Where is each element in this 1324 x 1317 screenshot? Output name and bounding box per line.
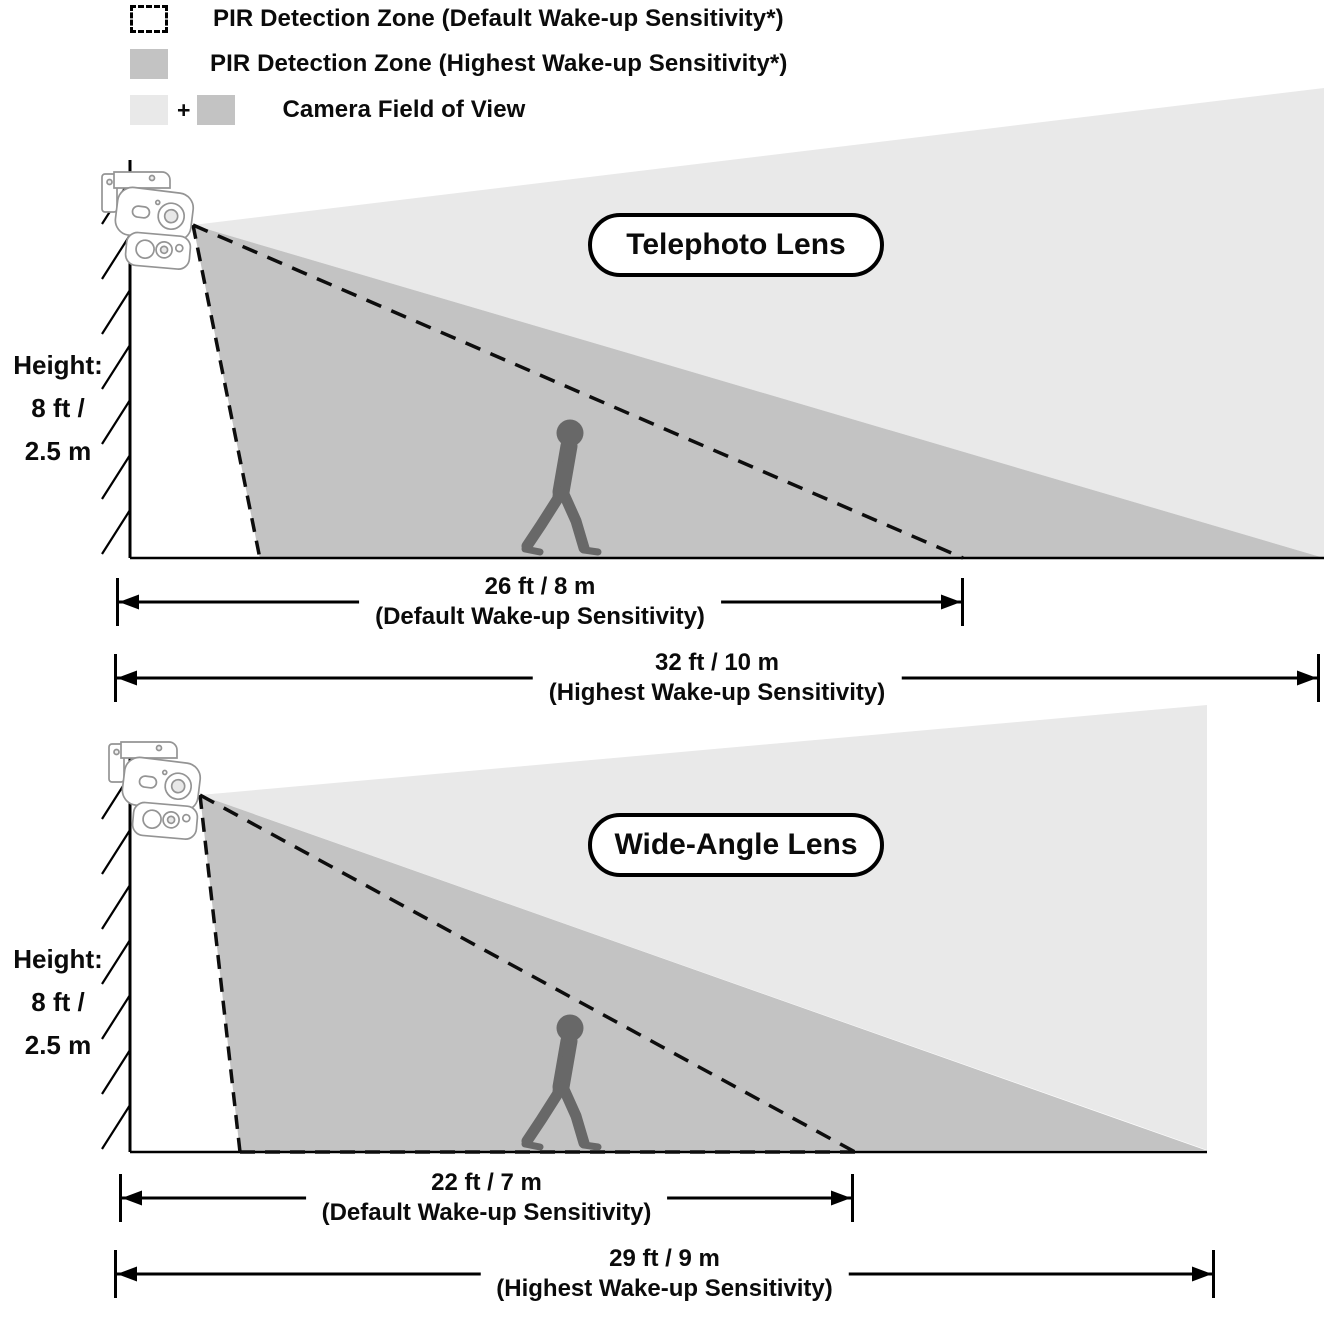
telephoto-default-zone-far-dashed-line — [192, 223, 964, 560]
distance-qualifier: (Default Wake-up Sensitivity) — [375, 603, 705, 630]
dark-zone-swatch — [130, 49, 168, 79]
wide-angle-default-zone-near-dashed-line — [198, 794, 242, 1153]
legend-label: PIR Detection Zone (Highest Wake-up Sens… — [210, 50, 788, 77]
distance-value: 22 ft / 7 m — [431, 1169, 542, 1196]
legend-item-default-zone: PIR Detection Zone (Default Wake-up Sens… — [130, 2, 784, 36]
legend-item-camera-fov: + Camera Field of View — [130, 93, 525, 127]
wide-angle-lens-label: Wide-Angle Lens — [588, 813, 884, 877]
wide-angle-diagram — [101, 705, 1207, 1154]
distance-value: 29 ft / 9 m — [609, 1245, 720, 1272]
telephoto-camera-fov-light — [193, 88, 1324, 558]
distance-qualifier: (Default Wake-up Sensitivity) — [321, 1199, 652, 1226]
mount-height-label-wide-angle: Height: 8 ft / 2.5 m — [0, 938, 116, 1067]
light-fov-swatch — [130, 95, 168, 125]
wide-angle-highest-distance: 29 ft / 9 m (Highest Wake-up Sensitivity… — [113, 1242, 1216, 1306]
legend-item-highest-zone: PIR Detection Zone (Highest Wake-up Sens… — [130, 47, 787, 81]
measurement-label: 29 ft / 9 m (Highest Wake-up Sensitivity… — [480, 1243, 849, 1305]
mount-height-label-telephoto: Height: 8 ft / 2.5 m — [0, 344, 116, 473]
legend-label: PIR Detection Zone (Default Wake-up Sens… — [213, 5, 784, 32]
distance-qualifier: (Highest Wake-up Sensitivity) — [496, 1275, 833, 1302]
height-line: 2.5 m — [24, 436, 92, 466]
height-line: 8 ft / — [31, 987, 85, 1017]
telephoto-highest-distance: 32 ft / 10 m (Highest Wake-up Sensitivit… — [113, 646, 1321, 710]
telephoto-pir-zone-dark — [193, 225, 1324, 559]
camera-icon — [108, 741, 203, 841]
distance-value: 32 ft / 10 m — [654, 649, 780, 676]
distance-qualifier: (Highest Wake-up Sensitivity) — [548, 679, 886, 706]
telephoto-default-distance: 26 ft / 8 m (Default Wake-up Sensitivity… — [115, 570, 965, 634]
height-line: 8 ft / — [31, 393, 85, 423]
distance-value: 26 ft / 8 m — [484, 573, 596, 600]
wide-angle-default-distance: 22 ft / 7 m (Default Wake-up Sensitivity… — [118, 1166, 855, 1230]
height-line: Height: — [13, 944, 103, 974]
wide-angle-pir-zone-dark — [200, 795, 1205, 1152]
telephoto-diagram — [101, 88, 1324, 560]
legend-label: Camera Field of View — [282, 96, 526, 123]
wide-angle-wall-hatching — [101, 774, 131, 1150]
wide-angle-camera-fov-light — [200, 705, 1207, 1150]
dark-fov-swatch — [197, 95, 236, 125]
telephoto-lens-label: Telephoto Lens — [588, 213, 884, 277]
measurement-label: 32 ft / 10 m (Highest Wake-up Sensitivit… — [532, 647, 902, 709]
telephoto-default-zone-near-dashed-line — [191, 224, 262, 560]
plus-sign: + — [177, 96, 191, 123]
measurement-label: 22 ft / 7 m (Default Wake-up Sensitivity… — [305, 1167, 668, 1229]
dashed-zone-swatch — [130, 5, 168, 33]
measurement-label: 26 ft / 8 m (Default Wake-up Sensitivity… — [359, 571, 721, 633]
height-line: 2.5 m — [24, 1030, 92, 1060]
wide-angle-default-zone-far-dashed-line — [199, 793, 856, 1154]
height-line: Height: — [13, 350, 103, 380]
